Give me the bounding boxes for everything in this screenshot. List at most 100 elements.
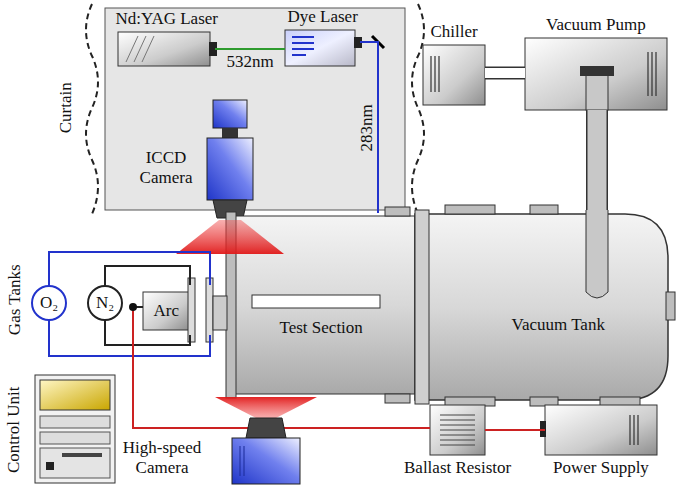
group-label: Gas Tanks (4, 264, 24, 335)
dye-laser-body (285, 30, 355, 66)
chiller: Chiller (423, 45, 485, 105)
gas-tank: O₂ (32, 286, 66, 320)
light-cone (176, 220, 284, 254)
electrode-dot (129, 303, 137, 311)
connector-line (485, 67, 525, 80)
node-label: Power Supply (553, 458, 649, 478)
connector (49, 320, 210, 356)
intensifier (213, 100, 247, 128)
dye-laser-stripes (292, 37, 314, 55)
pump-socket (580, 66, 614, 76)
power-lead (132, 307, 134, 335)
node-label: Ballast Resistor (404, 458, 511, 478)
pump-vents (648, 52, 656, 96)
node-label: Chiller (431, 22, 478, 42)
laser-shading (126, 36, 154, 62)
chiller-vents (431, 56, 439, 92)
control-rack (35, 375, 115, 483)
chiller-body (423, 45, 485, 105)
pump-pipe (586, 210, 608, 298)
ballast-resistor: Ballast Resistor (430, 405, 485, 455)
connector (105, 266, 190, 286)
connector-line (485, 68, 525, 78)
curtain-panel (105, 8, 405, 210)
port (666, 292, 675, 320)
control-panel (40, 416, 110, 428)
arc-flange (206, 278, 213, 342)
flange (415, 210, 429, 404)
connector-line (105, 320, 190, 345)
resistor-fins (440, 415, 475, 445)
node-label: ICCD Camera (133, 148, 199, 187)
control-slot (62, 453, 102, 457)
test-section: Test Section (228, 213, 415, 397)
power-supply-body (545, 405, 657, 455)
arc-flange (188, 278, 195, 342)
connector (133, 335, 430, 428)
port (445, 205, 495, 214)
power-supply: Power Supply (545, 405, 657, 455)
connector-line (49, 320, 210, 356)
connector (485, 73, 525, 74)
resistor-body (430, 405, 485, 455)
control-button (46, 462, 54, 470)
high-speed-camera: High-speed Camera (232, 418, 302, 484)
camera-detail (240, 446, 244, 476)
control-screen (40, 380, 110, 410)
port (385, 394, 410, 403)
arc-body (143, 292, 189, 330)
power-supply-vents (630, 415, 638, 445)
connector-line (586, 110, 608, 210)
control-panel (40, 448, 110, 478)
connector (597, 110, 598, 210)
gas-tank-circle (88, 286, 122, 320)
pump-pipe (586, 72, 608, 110)
node-label: Test Section (280, 318, 363, 338)
port (385, 207, 410, 216)
node-label: Vacuum Tank (512, 315, 605, 335)
light-cone (215, 397, 317, 418)
nd-yag-laser: Nd:YAG Laser (118, 32, 215, 66)
connector-line (133, 335, 430, 428)
vacuum-tank: Vacuum Tank (415, 210, 668, 400)
gas-tank-circle (32, 286, 66, 320)
tank-body (415, 214, 668, 400)
wavelength-label: 283nm (356, 104, 376, 151)
connector (215, 49, 285, 50)
connector (105, 320, 190, 345)
node-label: O₂ (40, 293, 58, 313)
laser-body (118, 32, 210, 66)
camera-body (232, 438, 300, 484)
pump-body (525, 38, 667, 110)
camera-body (207, 138, 253, 200)
curtain-line (412, 4, 424, 214)
dye-laser: Dye Laser (285, 30, 360, 66)
connector-line (49, 252, 210, 286)
connector-line (105, 266, 190, 286)
arc-heater: Arc (128, 285, 216, 335)
arc-nozzle (213, 296, 227, 330)
connector-line (215, 48, 285, 50)
node-label: Control Unit (4, 387, 24, 473)
connector (49, 252, 210, 286)
connector (485, 430, 545, 431)
node-label: Arc (154, 301, 179, 321)
node-label: High-speed Camera (114, 438, 210, 477)
node-label: Curtain (55, 82, 75, 133)
connector-line (588, 110, 607, 210)
node-label: N₂ (96, 293, 114, 313)
gas-tank: N₂ (88, 286, 122, 320)
node-label: Nd:YAG Laser (116, 9, 218, 29)
window-slot (252, 295, 380, 308)
node-label: Dye Laser (288, 7, 358, 27)
vacuum-pump: Vacuum Pump (525, 38, 667, 110)
camera-lens (246, 418, 286, 438)
iccd-camera: ICCD Camera (205, 100, 255, 228)
control-unit: Control Unit (35, 375, 115, 483)
connector-line (485, 429, 545, 431)
wavelength-label: 532nm (227, 52, 274, 72)
